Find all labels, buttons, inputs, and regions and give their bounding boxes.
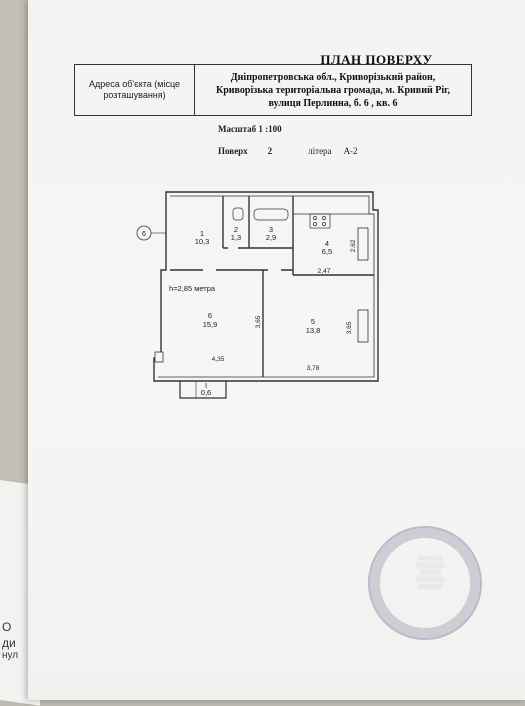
litera-value: А-2 <box>343 146 358 156</box>
dim-room6-height: 3,65 <box>255 315 262 328</box>
document-title: ПЛАН ПОВЕРХУ <box>320 52 433 67</box>
address-table: Адреса об'єкта (місце розташування) Дніп… <box>74 64 472 116</box>
floor-value: 2 <box>267 146 273 156</box>
edge-text-1: О <box>2 620 12 634</box>
dim-room6-width: 4,35 <box>212 356 225 363</box>
dim-room5-height: 3,65 <box>346 321 353 334</box>
outer-wall <box>153 191 379 382</box>
edge-text-3: нул <box>2 650 19 661</box>
dim-kitchen-width: 2,47 <box>318 268 331 275</box>
burner-icon-3 <box>313 222 317 226</box>
window-room5 <box>357 309 369 343</box>
floor-label: Поверх <box>218 146 248 156</box>
stamp-lettering: ░░░░░░░░░░░░░░░░░░░░░░░░░░░░░░░░░░░░ <box>415 556 445 590</box>
burner-icon-2 <box>322 216 326 220</box>
room-4-area: 6,5 <box>322 247 332 256</box>
window-room6 <box>154 351 164 363</box>
burner-icon-1 <box>313 216 317 220</box>
address-label: Адреса об'єкта (місце розташування) <box>75 65 195 115</box>
room-6-number: 6 <box>208 311 212 320</box>
room-1-area: 10,3 <box>195 237 210 246</box>
axis-mark: 6 <box>142 231 146 238</box>
room-1-number: 1 <box>200 229 204 238</box>
room-3-area: 2,9 <box>266 233 276 242</box>
floor-row: Поверх 2 літера А-2 <box>218 146 358 156</box>
burner-icon-4 <box>322 222 326 226</box>
edge-text-2: ди <box>2 636 16 650</box>
scale-label: Масштаб 1 :100 <box>218 124 282 134</box>
bathtub-icon <box>253 208 289 221</box>
room-5-number: 5 <box>311 317 315 326</box>
room-2-area: 1,3 <box>231 233 241 242</box>
room-2-number: 2 <box>234 225 238 234</box>
floor-plan: 6 1 10,3 2 1,3 3 2,9 4 6,5 5 13,8 6 15,9… <box>136 191 379 399</box>
stove-icon <box>309 213 331 229</box>
room-3-number: 3 <box>269 225 273 234</box>
window-kitchen <box>357 227 369 261</box>
litera-label: літера <box>308 146 332 156</box>
toilet-icon <box>232 207 244 221</box>
dim-room5-width: 3,78 <box>307 365 320 372</box>
document-sheet: ПЛАН ПОВЕРХУ Адреса об'єкта (місце розта… <box>28 0 525 700</box>
address-value: Дніпропетровська обл., Криворізький райо… <box>215 71 451 109</box>
dim-kitchen-height: 2,62 <box>350 239 357 252</box>
ceiling-height: h=2,85 метра <box>169 284 216 293</box>
official-stamp <box>368 526 482 640</box>
room-5-area: 13,8 <box>306 326 321 335</box>
balcony-wall <box>179 381 227 399</box>
room-balcony-area: 0,6 <box>201 388 211 397</box>
room-4-number: 4 <box>325 239 329 248</box>
room-6-area: 15,9 <box>203 320 218 329</box>
room-balcony-number: I <box>205 381 207 390</box>
